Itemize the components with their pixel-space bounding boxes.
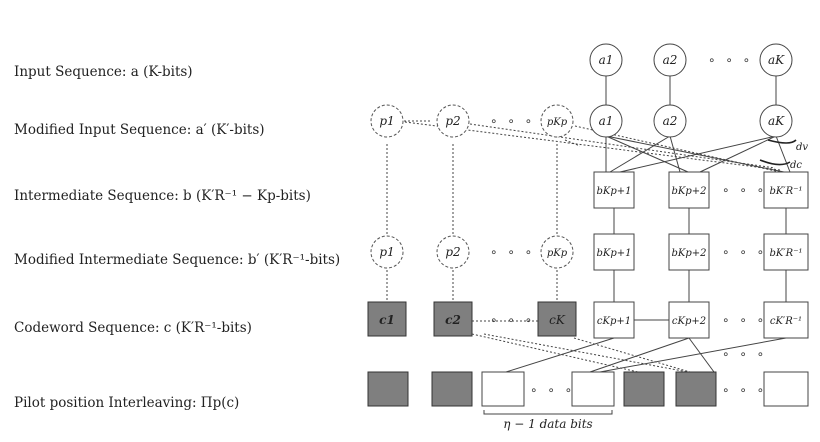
label-intermediate-sequence: Intermediate Sequence: b (K′R⁻¹ − Kp-bit…	[14, 188, 311, 204]
ellipsis-pi-2: ∘ ∘ ∘	[722, 383, 767, 397]
data-bits-label: η − 1 data bits	[503, 417, 592, 431]
ellipsis-c-left: ∘ ∘ ∘	[490, 313, 535, 327]
ellipsis-p: ∘ ∘ ∘	[490, 114, 535, 128]
node-bmod-kp2	[668, 233, 710, 271]
ellipsis-bmod-right: ∘ ∘ ∘	[722, 245, 767, 259]
node-b-kp2-label: bKp+2	[671, 186, 706, 197]
node-c-kp1-label: cKp+1	[597, 316, 631, 327]
node-bmod-kp1-label: bKp+1	[596, 248, 631, 259]
interleaved-row: ∘ ∘ ∘ ∘ ∘ ∘ η − 1 data bits	[367, 371, 809, 431]
data-slot-2	[571, 371, 615, 407]
ellipsis-bmod-left: ∘ ∘ ∘	[490, 245, 535, 259]
dv-arc	[767, 139, 797, 144]
node-c1	[367, 301, 407, 337]
dotted-connectors	[386, 120, 781, 373]
node-aK	[759, 43, 793, 77]
label-codeword-sequence: Codeword Sequence: c (K′R⁻¹-bits)	[14, 320, 252, 336]
node-c-kp2	[668, 301, 710, 339]
label-input-sequence: Input Sequence: a (K-bits)	[14, 64, 193, 80]
node-b-last	[763, 171, 809, 209]
pilot-slot-4	[675, 371, 717, 407]
c-row: c1 c2 cK cKp+1 cKp+2 cK′R⁻¹ ∘ ∘ ∘ ∘ ∘ ∘ …	[367, 301, 809, 361]
node-cK	[537, 301, 577, 337]
node-cK-label: cK	[549, 313, 566, 327]
node-pKp-label: pKp	[547, 117, 568, 128]
dc-label: dc	[790, 160, 802, 171]
node-aK-mod	[759, 104, 793, 138]
dv-label: dv	[796, 142, 808, 153]
node-bmod-last-label: bK′R⁻¹	[770, 248, 803, 259]
node-c-last-label: cK′R⁻¹	[770, 316, 802, 327]
node-c2-label: c2	[445, 313, 461, 327]
node-a1-mod-label: a1	[599, 114, 614, 128]
b-row: bKp+1 bKp+2 bK′R⁻¹ ∘ ∘ ∘	[593, 171, 809, 209]
ellipsis-b: ∘ ∘ ∘	[722, 183, 767, 197]
dc-arc	[759, 159, 791, 166]
node-p1	[370, 104, 404, 138]
node-c-last	[763, 301, 809, 339]
node-c1-label: c1	[379, 313, 395, 327]
node-p2-label: p2	[445, 114, 460, 128]
label-modified-input-sequence: Modified Input Sequence: a′ (K′-bits)	[14, 122, 265, 138]
node-p1-label: p1	[379, 114, 394, 128]
pilot-slot-2	[431, 371, 473, 407]
node-aK-mod-label: aK	[768, 114, 785, 128]
node-p2-b	[436, 235, 470, 269]
node-b-kp2	[668, 171, 710, 209]
node-a2-mod-label: a2	[663, 114, 678, 128]
b-mod-row: p1 p2 pKp bKp+1 bKp+2 bK′R⁻¹ ∘ ∘ ∘ ∘ ∘ ∘	[370, 233, 809, 271]
pilot-slot-3	[623, 371, 665, 407]
node-pKp-b-label: pKp	[547, 248, 568, 259]
label-modified-intermediate-sequence: Modified Intermediate Sequence: b′ (K′R⁻…	[14, 252, 341, 268]
node-aK-label: aK	[768, 53, 785, 67]
data-slot-1	[481, 371, 525, 407]
node-c2	[433, 301, 473, 337]
node-a2-label: a2	[663, 53, 678, 67]
node-b-kp1-label: bKp+1	[596, 186, 631, 197]
node-a2-mod	[653, 104, 687, 138]
node-b-last-label: bK′R⁻¹	[770, 186, 803, 197]
node-bmod-kp1	[593, 233, 635, 271]
node-p1-b-label: p1	[379, 245, 394, 259]
node-b-kp1	[593, 171, 635, 209]
node-c-kp1	[593, 301, 635, 339]
node-a1-label: a1	[599, 53, 614, 67]
node-a1-mod	[589, 104, 623, 138]
node-p2-b-label: p2	[445, 245, 460, 259]
data-bits-brace	[483, 410, 613, 415]
node-c-kp2-label: cKp+2	[672, 316, 706, 327]
ellipsis-c-right: ∘ ∘ ∘	[722, 313, 767, 327]
a-mod-row: p1 p2 pKp a1 a2 aK ∘ ∘ ∘ dv dc	[370, 104, 808, 171]
node-p2	[436, 104, 470, 138]
node-a1	[589, 43, 623, 77]
a-row: a1 a2 aK ∘ ∘ ∘	[589, 43, 793, 77]
data-slot-last	[763, 371, 809, 407]
ellipsis-a: ∘ ∘ ∘	[708, 53, 753, 67]
label-pilot-interleaving: Pilot position Interleaving: Πp(c)	[14, 395, 240, 411]
node-bmod-last	[763, 233, 809, 271]
node-bmod-kp2-label: bKp+2	[671, 248, 706, 259]
connectors	[505, 76, 791, 373]
node-p1-b	[370, 235, 404, 269]
ellipsis-c-between: ∘ ∘ ∘	[722, 347, 767, 361]
node-pKp	[540, 104, 574, 138]
ellipsis-pi-1: ∘ ∘ ∘	[530, 383, 575, 397]
pilot-slot-1	[367, 371, 409, 407]
node-a2	[653, 43, 687, 77]
node-pKp-b	[540, 235, 574, 269]
